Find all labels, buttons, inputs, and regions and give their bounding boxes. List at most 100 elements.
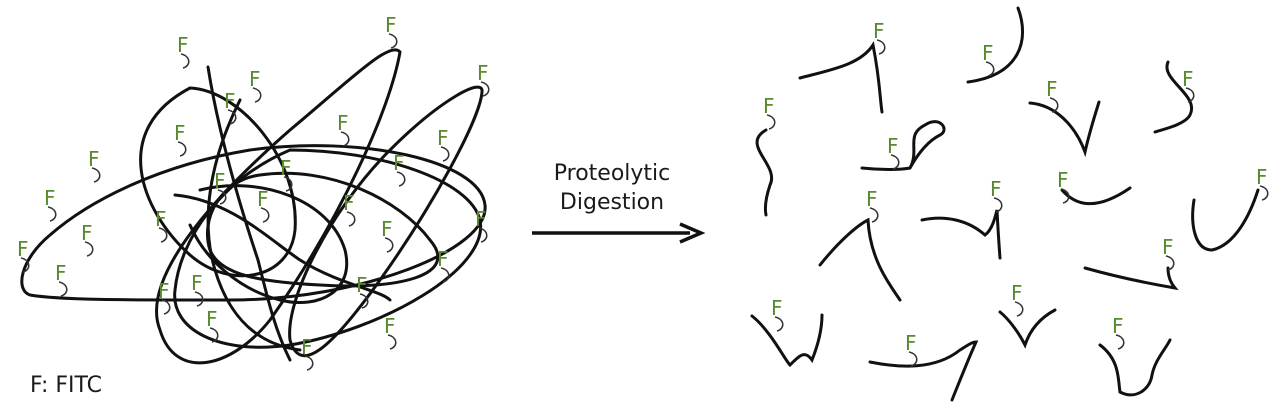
fitc-linker — [91, 167, 101, 183]
fitc-linker — [908, 351, 918, 367]
fitc-linker — [387, 334, 397, 350]
fitc-linker — [217, 189, 227, 205]
fitc-label: F — [155, 207, 167, 231]
peptide-fragment — [750, 313, 824, 368]
fitc-label: F — [206, 307, 218, 331]
fitc-label: F — [158, 279, 170, 303]
fitc-linker — [20, 257, 30, 273]
fitc-label: F — [1057, 168, 1069, 192]
fitc-label: F — [224, 89, 236, 113]
fitc-linker — [346, 211, 356, 227]
fitc-label: F — [1046, 77, 1058, 101]
fitc-label: F — [1112, 314, 1124, 338]
protein-strand — [139, 86, 297, 278]
fitc-label: F — [1182, 67, 1194, 91]
peptide-fragment — [868, 340, 979, 402]
fitc-linker — [58, 281, 68, 297]
fitc-linker — [388, 33, 398, 49]
fitc-linker — [283, 176, 293, 192]
fitc-linker — [478, 227, 488, 243]
arrow-label-line1: Proteolytic — [554, 161, 671, 186]
fitc-label: F — [81, 221, 93, 245]
fitc-linker — [194, 291, 204, 307]
protein-strand — [155, 48, 402, 365]
fitc-label: F — [385, 13, 397, 37]
peptide-fragment — [1060, 186, 1132, 206]
peptide-fragment — [860, 120, 946, 171]
fitc-linker — [84, 241, 94, 257]
fitc-label: F — [905, 331, 917, 355]
fitc-linker — [774, 316, 784, 332]
peptide-fragment — [1098, 338, 1172, 397]
peptide-fragment — [798, 41, 884, 114]
digestion-arrow: Proteolytic Digestion — [532, 161, 706, 244]
peptide-fragment — [1191, 188, 1260, 252]
fitc-label: F — [88, 147, 100, 171]
fitc-label: F — [257, 187, 269, 211]
fitc-linker — [1115, 334, 1125, 350]
fitc-label: F — [55, 261, 67, 285]
fitc-label: F — [763, 94, 775, 118]
fitc-linker — [1165, 255, 1175, 271]
fitc-linker — [1185, 87, 1195, 103]
fitc-linker — [252, 87, 262, 103]
protein-strand — [173, 193, 392, 302]
protein-strand — [206, 98, 302, 352]
fitc-linker — [993, 197, 1003, 213]
protein-strand — [206, 65, 292, 362]
peptide-fragment — [1083, 266, 1179, 291]
fitc-linker — [985, 61, 995, 77]
fitc-legend: F: FITC — [30, 373, 102, 398]
fitc-linker — [890, 154, 900, 170]
fitc-linker — [161, 299, 171, 315]
fitc-linker — [227, 109, 237, 125]
fitc-label: F — [249, 67, 261, 91]
fitc-label: F — [337, 111, 349, 135]
fitc-label: F — [343, 191, 355, 215]
fitc-label: F — [384, 314, 396, 338]
fitc-label: F — [475, 207, 487, 231]
fitc-linker — [396, 171, 406, 187]
fitc-label: F — [356, 273, 368, 297]
fitc-linker — [440, 267, 450, 283]
fitc-linker — [47, 206, 57, 222]
arrow-head-icon — [679, 222, 706, 244]
fitc-label: F — [1256, 165, 1268, 189]
fitc-linker — [177, 141, 187, 157]
fitc-label: F — [477, 61, 489, 85]
fitc-label: F — [887, 134, 899, 158]
fitc-linker — [340, 131, 350, 147]
fitc-linker — [1259, 185, 1269, 201]
fitc-linker — [1060, 188, 1070, 204]
fitc-linker — [180, 53, 190, 69]
fitc-label: F — [437, 126, 449, 150]
peptide-fragments — [750, 6, 1260, 402]
fitc-label: F — [393, 151, 405, 175]
peptide-fragment — [755, 128, 774, 217]
fitc-label: F — [873, 19, 885, 43]
fitc-linker — [1014, 301, 1024, 317]
fitc-label: F — [1162, 235, 1174, 259]
protein-strand — [188, 184, 349, 305]
fitc-label: F — [174, 121, 186, 145]
fitc-label: F — [280, 156, 292, 180]
peptide-fragment — [966, 6, 1025, 84]
fitc-label: F — [191, 271, 203, 295]
protein-strand — [205, 171, 440, 288]
fitc-linker — [260, 207, 270, 223]
fitc-label: F — [866, 187, 878, 211]
peptide-fragment — [1028, 100, 1101, 158]
fitc-linker — [766, 114, 776, 130]
fitc-label: F — [177, 33, 189, 57]
fitc-linker — [304, 355, 314, 371]
fitc-label: F — [982, 41, 994, 65]
peptide-fragment — [998, 308, 1057, 349]
fitc-linker — [1049, 97, 1059, 113]
fitc-linker — [876, 39, 886, 55]
fitc-linker — [384, 237, 394, 253]
fitc-linker — [480, 81, 490, 97]
fitc-label: F — [771, 296, 783, 320]
